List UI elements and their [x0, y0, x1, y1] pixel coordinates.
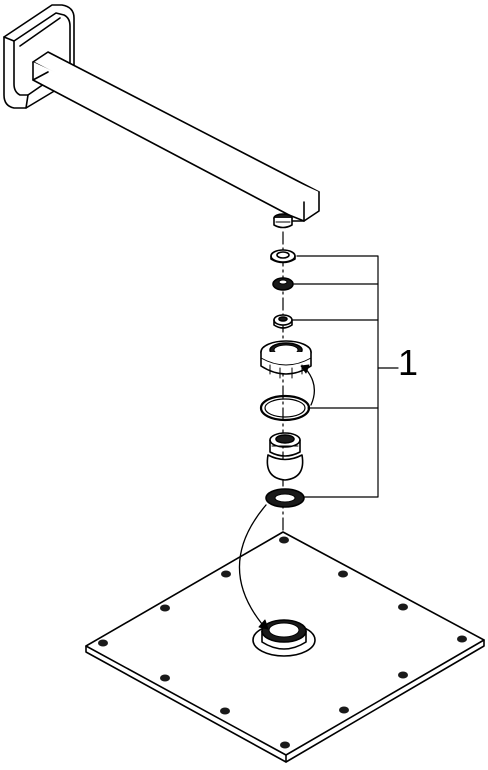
- nut: [260, 340, 312, 379]
- o-ring: [259, 394, 311, 422]
- washer-1: [270, 249, 296, 264]
- assembly-arrow-seal: [238, 504, 269, 630]
- washer-2: [272, 277, 294, 291]
- plate-inlet: [252, 619, 316, 657]
- shower-arm: [32, 51, 320, 229]
- nozzle-holes: [98, 536, 467, 749]
- flat-seal: [265, 488, 305, 508]
- washer-3: [273, 314, 293, 329]
- assembly-arrow-nut: [300, 364, 316, 406]
- callout-number: 1: [398, 342, 419, 383]
- ball-joint: [266, 432, 304, 481]
- shower-head-plate: [85, 531, 485, 763]
- callout-bracket: [292, 255, 399, 498]
